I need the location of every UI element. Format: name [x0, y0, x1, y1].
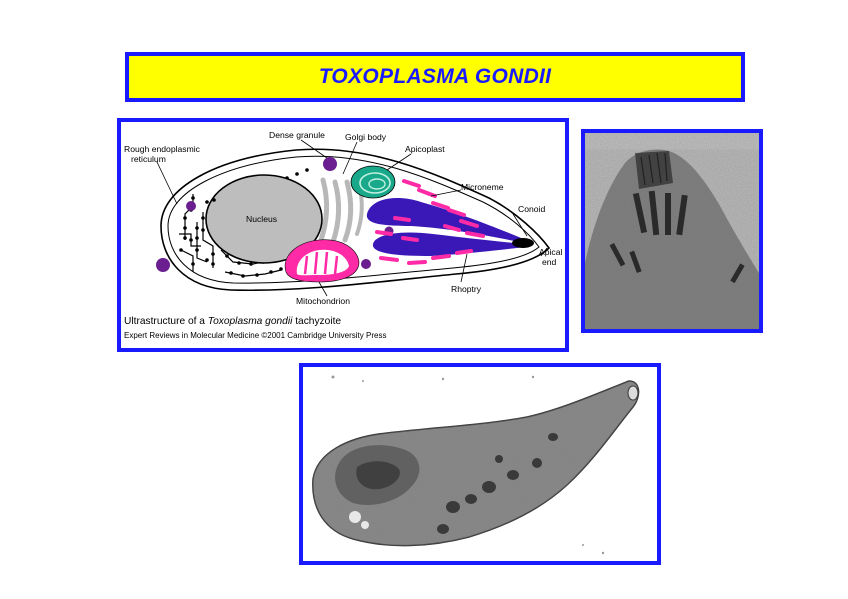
tem-whole-cell-micrograph: [303, 367, 657, 561]
title-banner: TOXOPLASMA GONDII: [125, 52, 745, 102]
tem-apical-micrograph: [585, 133, 759, 329]
caption-species: Toxoplasma gondii: [208, 316, 293, 327]
label-apical-line1: Apical: [539, 247, 562, 257]
tachyzoite-diagram-panel: Rough endoplasmic reticulum Dense granul…: [117, 118, 569, 352]
label-microneme: Microneme: [461, 182, 504, 192]
label-golgi-body: Golgi body: [345, 132, 387, 142]
page-title: TOXOPLASMA GONDII: [319, 65, 552, 89]
tem-whole-cell-micrograph-panel: [299, 363, 661, 565]
apicoplast: [351, 166, 395, 198]
label-nucleus: Nucleus: [246, 214, 277, 224]
label-dense-granule: Dense granule: [269, 130, 325, 140]
diagram-caption: Ultrastructure of a Toxoplasma gondii ta…: [124, 316, 341, 327]
label-conoid: Conoid: [518, 204, 545, 214]
nuclear-pore-dot: [212, 198, 216, 202]
label-mitochondrion: Mitochondrion: [296, 296, 350, 306]
tem-conoid-tip: [628, 386, 638, 400]
label-rough-er-line2: reticulum: [131, 154, 166, 164]
label-rough-er-line1: Rough endoplasmic: [124, 144, 201, 154]
label-apical-line2: end: [542, 257, 557, 267]
caption-suffix: tachyzoite: [292, 316, 341, 327]
label-apicoplast: Apicoplast: [405, 144, 445, 154]
conoid: [512, 238, 534, 248]
diagram-copyright: Expert Reviews in Molecular Medicine ©20…: [124, 331, 386, 340]
label-rhoptry: Rhoptry: [451, 284, 482, 294]
tem-apical-micrograph-panel: [581, 129, 763, 333]
tachyzoite-diagram: Rough endoplasmic reticulum Dense granul…: [121, 122, 565, 348]
caption-prefix: Ultrastructure of a: [124, 316, 208, 327]
